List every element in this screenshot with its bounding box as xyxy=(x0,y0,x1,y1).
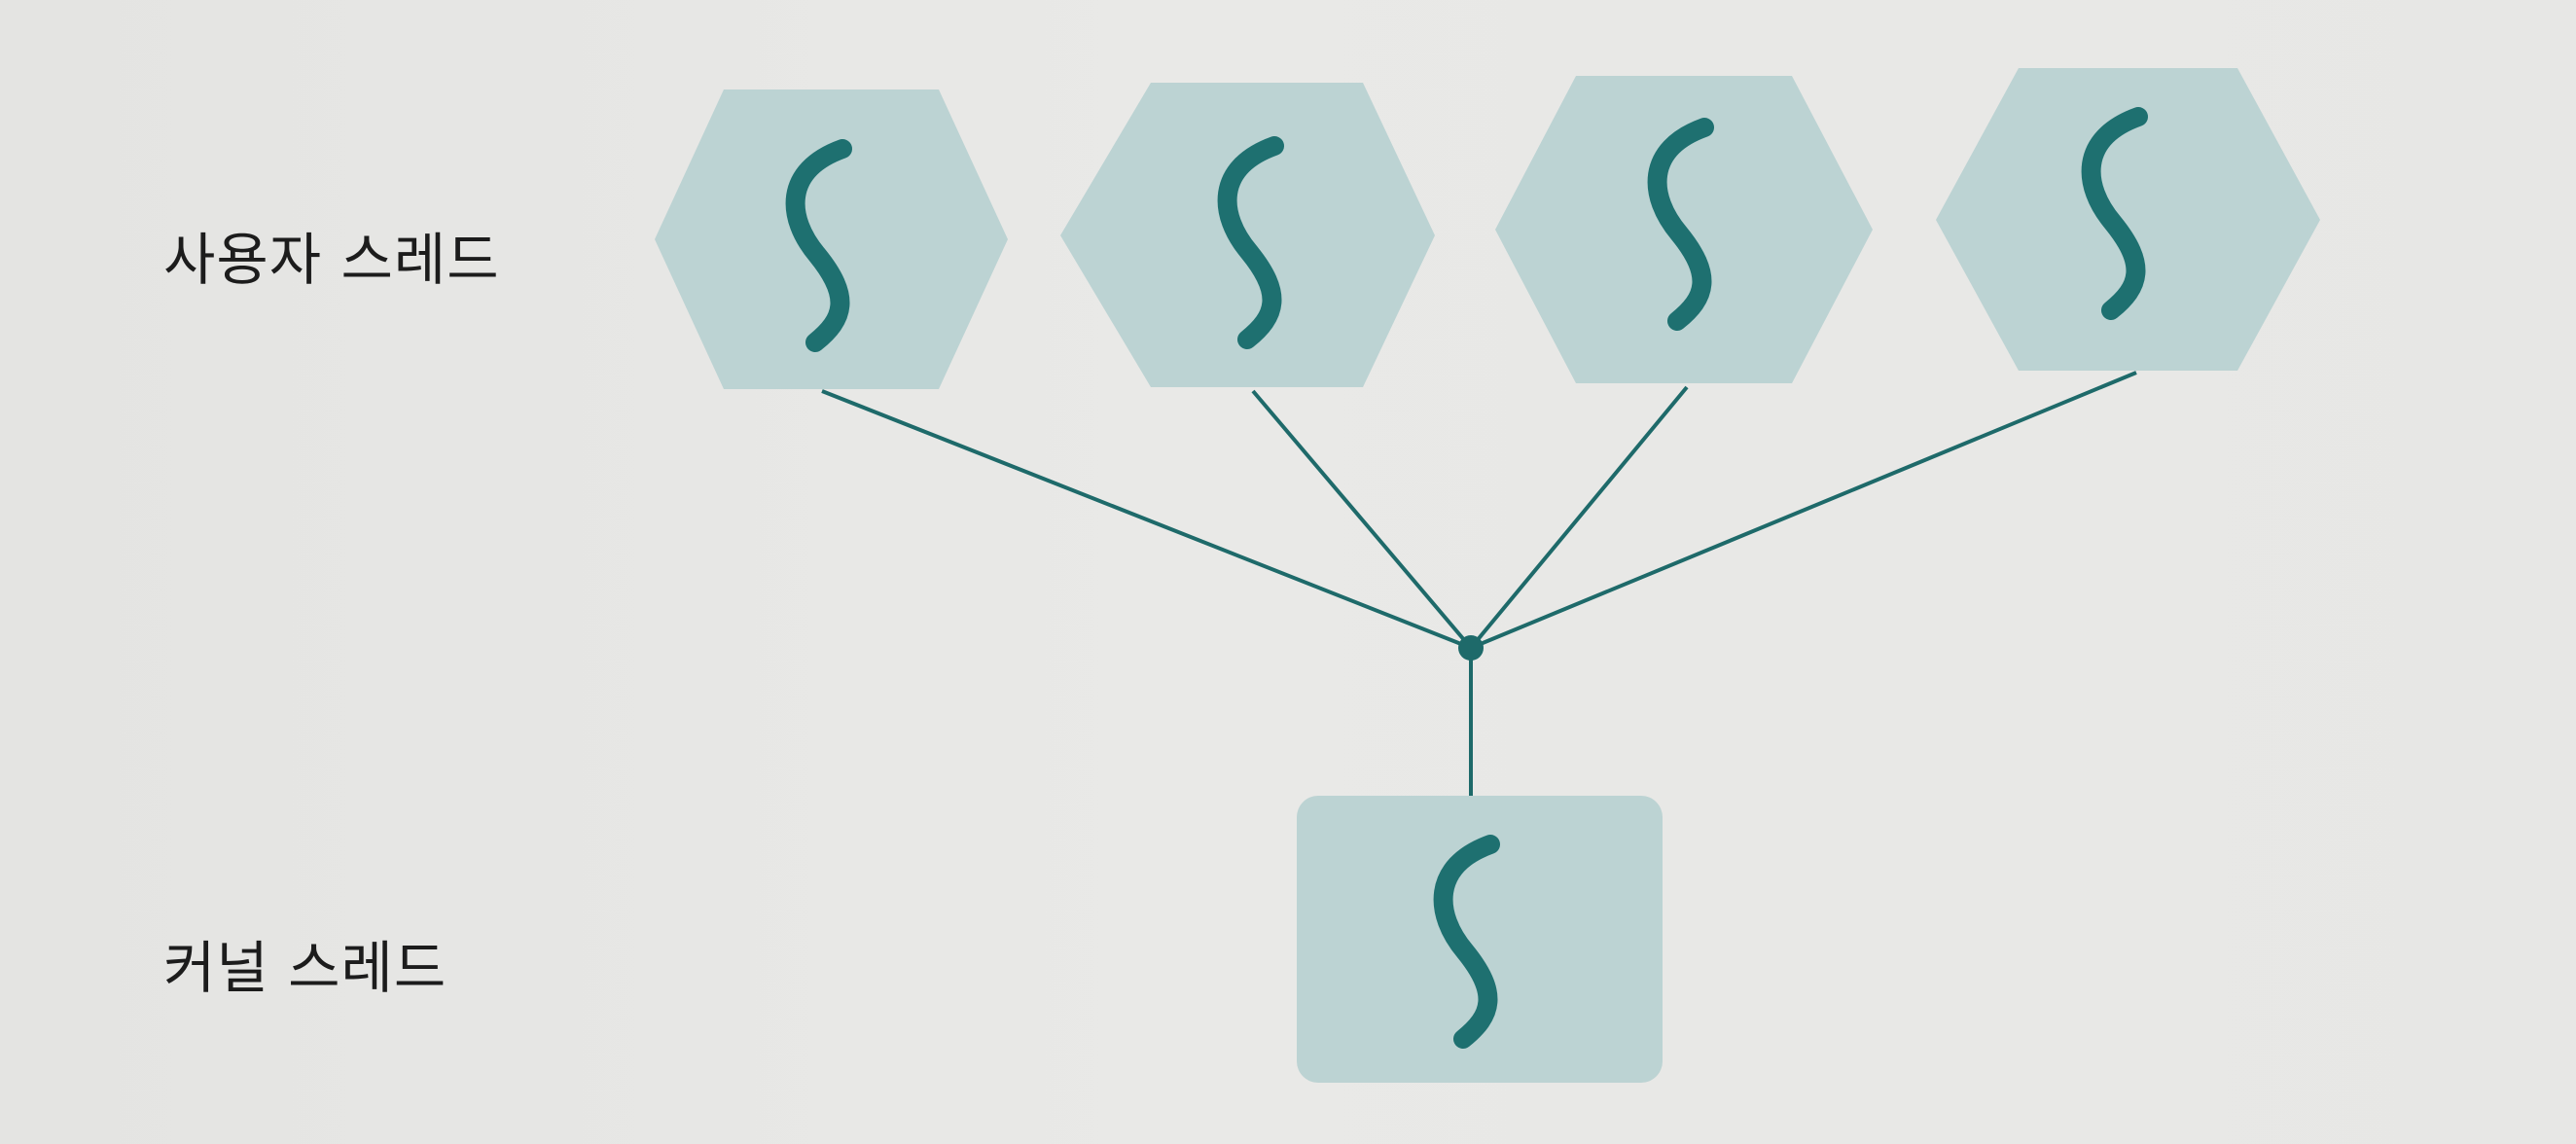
kernel-thread-shape xyxy=(1297,796,1663,1083)
thread-icon xyxy=(785,139,852,352)
connection-lines xyxy=(821,371,2137,796)
user-thread-2 xyxy=(1060,83,1435,387)
kernel-thread-label: 커널 스레드 xyxy=(163,935,447,1001)
user-threads-label: 사용자 스레드 xyxy=(163,227,500,293)
thread-icon xyxy=(1647,118,1714,331)
junction-dot xyxy=(1458,635,1484,661)
user-thread-1 xyxy=(655,89,1008,389)
thread-icon xyxy=(1217,136,1284,349)
connection-line-3 xyxy=(1469,385,1689,650)
kernel-thread xyxy=(1297,796,1663,1083)
connection-line-2 xyxy=(1251,389,1473,650)
user-thread-3 xyxy=(1495,76,1873,383)
user-threads xyxy=(655,68,2320,389)
thread-icon xyxy=(2081,107,2148,320)
thread-icon xyxy=(1433,835,1500,1049)
hexagon-shape xyxy=(655,89,1008,389)
connection-line-4 xyxy=(1470,371,2137,650)
connection-line-1 xyxy=(821,389,1472,650)
hexagon-shape xyxy=(1936,68,2320,371)
user-thread-4 xyxy=(1936,68,2320,371)
